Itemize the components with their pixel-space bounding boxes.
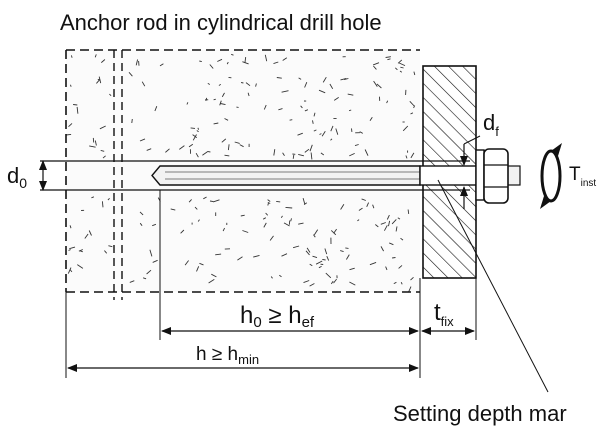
tinst-label: Tinst [569, 164, 596, 189]
washer-nut [475, 148, 509, 204]
h-label: h ≥ hmin [196, 344, 259, 367]
break-lines [113, 50, 123, 300]
df-dimension [460, 135, 481, 209]
extension-lines [65, 190, 477, 378]
torque-icon [540, 143, 562, 209]
diagram-title: Anchor rod in cylindrical drill hole [60, 10, 382, 35]
d0-label: d0 [7, 163, 27, 191]
h0-label: h0 ≥ hef [240, 302, 315, 331]
df-label: df [483, 110, 499, 139]
setting-depth-label: Setting depth mar [393, 401, 567, 426]
tfix-label: tfix [434, 299, 454, 329]
setting-depth-leader [437, 179, 549, 393]
